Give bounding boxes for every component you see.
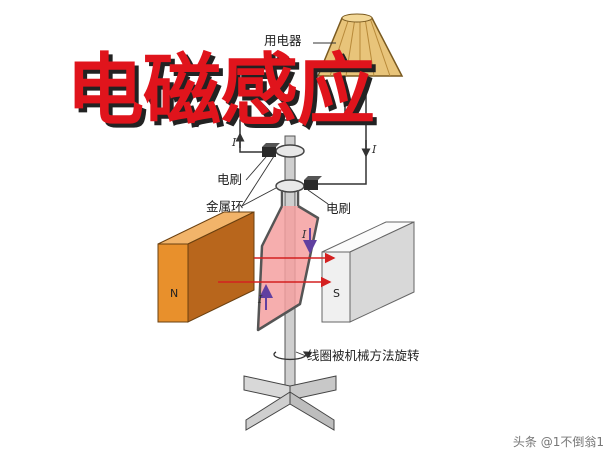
magnet-north-label: N [170,287,179,300]
coil-current-symbol-right: I [301,228,307,241]
label-appliance: 用电器 [264,33,302,48]
coil-current-symbol-left: I [257,293,263,306]
brush-lower [304,180,318,190]
coil: I I [256,190,320,332]
circuit-wires [239,76,367,185]
diagram-title: 电磁感应 [66,46,375,136]
current-symbol-right-wire: I [371,143,377,156]
magnet-south [321,221,415,323]
magnet-south-label: S [333,287,340,300]
lamp-appliance [313,13,404,77]
lampshade-top [341,13,373,23]
rotation-arrow [273,351,312,361]
slip-ring-upper [275,144,305,158]
current-symbol-left-wire: I [231,136,237,149]
label-brush-top: 电刷 [217,172,243,187]
label-leader-lines [241,152,329,357]
propeller-blades [243,375,337,431]
brushes [262,143,322,190]
label-rotation: 线圈被机械方法旋转 [307,348,420,363]
magnet-north [157,211,255,323]
label-brush-right: 电刷 [326,201,352,216]
coil-loop [256,204,320,332]
label-slip-rings: 金属环 [206,199,244,214]
magnetic-field-lines [218,252,336,288]
slip-ring-lower [275,179,305,193]
watermark: 头条 @1不倒翁1 [512,435,604,449]
brush-upper [262,147,276,157]
